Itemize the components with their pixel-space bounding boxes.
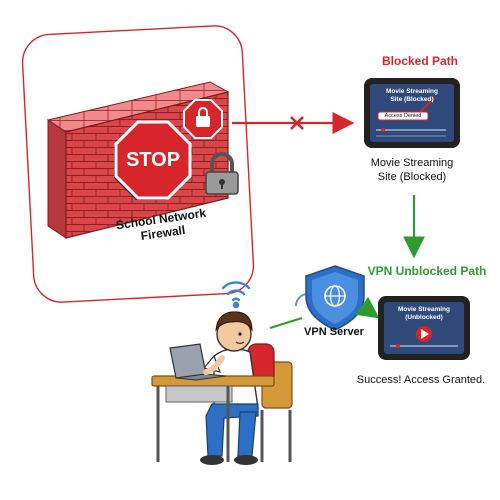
unblocked-screen-title-line1: Movie Streaming bbox=[397, 306, 450, 313]
stop-sign-icon bbox=[114, 120, 192, 200]
blocked-site-tablet bbox=[364, 78, 460, 148]
padlock-icon bbox=[205, 152, 239, 195]
blocked-screen-title: Movie Streaming Site (Blocked) bbox=[370, 88, 454, 104]
success-caption: Success! Access Granted. bbox=[356, 374, 486, 386]
student-illustration bbox=[151, 311, 293, 465]
vpn-path-heading: VPN Unblocked Path bbox=[367, 264, 487, 278]
x-mark-icon bbox=[290, 116, 304, 130]
blocked-caption-line2: Site (Blocked) bbox=[377, 171, 447, 183]
blocked-path-heading: Blocked Path bbox=[381, 54, 459, 68]
unblocked-site-tablet bbox=[378, 296, 470, 360]
vpn-server-label: VPN Server bbox=[304, 326, 364, 338]
stop-sign-text: STOP bbox=[125, 149, 181, 171]
play-icon bbox=[421, 329, 429, 339]
wifi-icon bbox=[221, 281, 251, 309]
shield-globe-icon bbox=[295, 265, 365, 331]
blocked-caption-line1: Movie Streaming bbox=[370, 157, 454, 169]
blocked-site-caption: Movie Streaming Site (Blocked) bbox=[352, 156, 472, 184]
blocked-arrow bbox=[232, 112, 355, 134]
blocked-screen-title-line2: Site (Blocked) bbox=[390, 96, 434, 103]
vpn-arrows bbox=[269, 296, 380, 330]
blocked-screen-title-line1: Movie Streaming bbox=[385, 88, 438, 95]
unblocked-screen-title-line2: (Unblocked) bbox=[405, 314, 443, 321]
access-denied-badge: Access Denied bbox=[384, 113, 422, 119]
unblocked-screen-title: Movie Streaming (Unblocked) bbox=[384, 306, 464, 322]
lock-icon bbox=[183, 99, 223, 139]
